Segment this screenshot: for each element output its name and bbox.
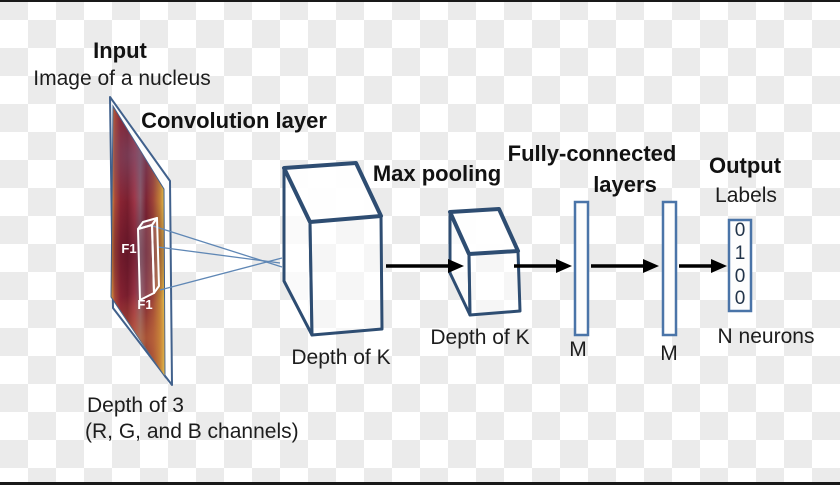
conv-depth-label: Depth of K	[291, 346, 391, 369]
output-title: Output	[708, 153, 782, 178]
flow-arrow-pool-to-fc1	[514, 259, 572, 273]
pool-depth-label: Depth of K	[430, 326, 530, 349]
fc-layer-1-rect	[573, 200, 590, 337]
input-subtitle: Image of a nucleus	[33, 67, 211, 90]
pool-feature-cube	[448, 207, 522, 317]
output-digit-4: 0	[734, 288, 746, 309]
output-digit-2: 1	[734, 243, 746, 264]
n-neurons-label: N neurons	[717, 325, 815, 348]
fc-title-line1: Fully-connected	[507, 141, 677, 166]
flow-arrow-fc1-to-fc2	[591, 259, 659, 273]
max-pooling-title: Max pooling	[372, 161, 502, 186]
fc1-size-label: M	[569, 338, 587, 361]
receptive-field-lines	[152, 225, 283, 291]
filter-label-bottom: F1	[137, 297, 153, 312]
fc-layer-2-rect	[661, 200, 678, 337]
flow-arrow-conv-to-pool	[386, 259, 464, 273]
output-labels-box	[727, 218, 753, 313]
fc-title-line2: layers	[593, 172, 657, 197]
output-subtitle: Labels	[715, 184, 777, 207]
flow-arrow-fc2-to-output	[679, 259, 727, 273]
output-digit-1: 0	[734, 220, 746, 241]
top-border-strip	[0, 0, 840, 2]
bottom-border-strip	[0, 482, 840, 485]
input-title: Input	[93, 38, 147, 63]
fc2-size-label: M	[660, 342, 678, 365]
filter-box	[137, 217, 160, 301]
output-digit-3: 0	[734, 266, 746, 287]
input-depth-line1: Depth of 3	[87, 394, 184, 417]
conv-feature-cube	[282, 161, 384, 337]
conv-layer-title: Convolution layer	[141, 108, 327, 133]
filter-label-top: F1	[121, 241, 137, 256]
input-depth-line2: (R, G, and B channels)	[85, 420, 299, 443]
